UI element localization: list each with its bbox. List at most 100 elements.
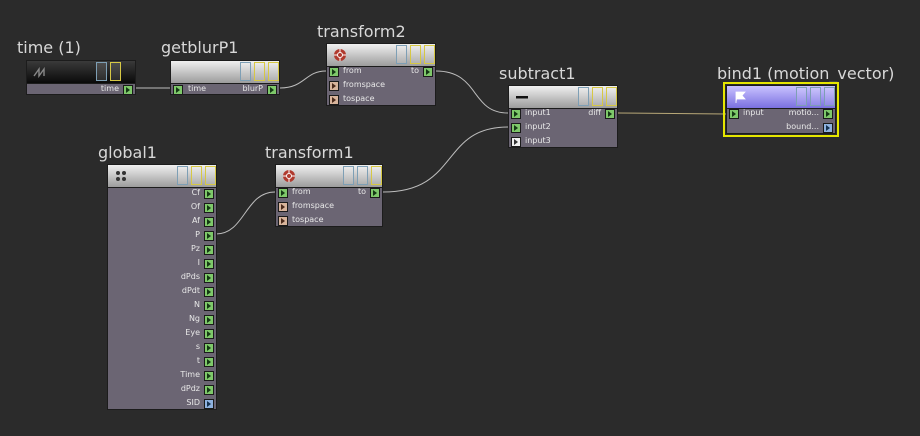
output-port-pz[interactable] [204, 245, 214, 255]
output-port-dpdt[interactable] [204, 287, 214, 297]
input-port-tospace[interactable] [329, 95, 339, 105]
global-output-row: SID [108, 397, 216, 411]
node-transform1[interactable]: from to fromspace tospace [275, 164, 383, 227]
input-port-input3[interactable] [511, 137, 521, 147]
output-port-diff[interactable] [605, 109, 615, 119]
input-label: input1 [525, 108, 551, 117]
input-label: time [188, 84, 207, 93]
node-subtract1[interactable]: input1 diff input2 input3 [508, 85, 618, 148]
global-output-row: Eye [108, 327, 216, 341]
output-label: SID [186, 398, 200, 407]
output-label: to [410, 66, 419, 75]
input-port-input1[interactable] [511, 109, 521, 119]
node-title-bind1: bind1 (motion_vector) [717, 64, 895, 83]
node-transform2[interactable]: from to fromspace tospace [326, 43, 436, 106]
input-port-input2[interactable] [511, 123, 521, 133]
global-output-row: N [108, 299, 216, 313]
global-output-row: Ng [108, 313, 216, 327]
output-port-s[interactable] [204, 343, 214, 353]
output-label: N [194, 300, 200, 309]
node-title-transform1: transform1 [265, 143, 354, 162]
global-output-row: Af [108, 215, 216, 229]
global-output-row: dPds [108, 271, 216, 285]
input-port-fromspace[interactable] [329, 81, 339, 91]
output-port-t[interactable] [204, 357, 214, 367]
node-title-global1: global1 [98, 143, 157, 162]
output-port-p[interactable] [204, 231, 214, 241]
output-port-ng[interactable] [204, 315, 214, 325]
node-title-subtract1: subtract1 [499, 64, 576, 83]
input-port-from[interactable] [329, 67, 339, 77]
output-label: Pz [190, 244, 200, 253]
output-port-eye[interactable] [204, 329, 214, 339]
input-label: from [292, 187, 311, 196]
output-port-of[interactable] [204, 203, 214, 213]
output-port-cf[interactable] [204, 189, 214, 199]
input-label: input [743, 108, 764, 117]
output-port-to[interactable] [370, 188, 380, 198]
node-title-time1: time (1) [17, 38, 81, 57]
input-label: tospace [343, 94, 375, 103]
output-port-sid[interactable] [204, 399, 214, 409]
node-bind1[interactable]: input motio... bound... [723, 82, 839, 137]
global-output-row: dPdt [108, 285, 216, 299]
output-port-blurP[interactable] [267, 85, 277, 95]
output-port-bound[interactable] [823, 123, 833, 133]
global-output-row: t [108, 355, 216, 369]
global-output-row: s [108, 341, 216, 355]
global-output-row: Of [108, 201, 216, 215]
output-label: dPdt [181, 286, 200, 295]
output-port-to[interactable] [423, 67, 433, 77]
wire-transform1-to-subtract [382, 126, 509, 193]
wire-global-P-to-transform1 [215, 191, 276, 235]
output-label: dPdz [180, 384, 200, 393]
input-label: fromspace [292, 201, 335, 210]
output-label: I [197, 258, 200, 267]
time-ramp-icon [33, 66, 45, 79]
node-time1[interactable]: time [26, 60, 136, 95]
output-label: s [195, 342, 200, 351]
bind-flag-icon [735, 91, 746, 103]
output-label: blurP [242, 84, 263, 93]
input-label: input3 [525, 136, 551, 145]
output-port-dpdz[interactable] [204, 385, 214, 395]
output-label: P [195, 230, 200, 239]
wire-subtract-to-bind [617, 112, 727, 115]
output-label: Ng [188, 314, 200, 323]
minus-icon [516, 96, 528, 99]
output-label: Af [191, 216, 200, 225]
output-port-motion-vector[interactable] [823, 109, 833, 119]
input-port-tospace[interactable] [278, 216, 288, 226]
input-port-from[interactable] [278, 188, 288, 198]
input-label: tospace [292, 215, 324, 224]
global-dots-icon [116, 171, 126, 181]
output-port-time[interactable] [204, 371, 214, 381]
node-getblurP1[interactable]: time blurP [170, 60, 280, 95]
input-label: fromspace [343, 80, 386, 89]
global-output-row: dPdz [108, 383, 216, 397]
output-port-time[interactable] [123, 85, 133, 95]
output-port-n[interactable] [204, 301, 214, 311]
output-label: bound... [786, 122, 819, 131]
output-label: dPds [180, 272, 200, 281]
input-port-time[interactable] [173, 85, 183, 95]
output-port-i[interactable] [204, 259, 214, 269]
global-output-row: P [108, 229, 216, 243]
transform-gear-icon [334, 49, 346, 61]
node-title-transform2: transform2 [317, 22, 406, 41]
input-label: from [343, 66, 362, 75]
input-port-fromspace[interactable] [278, 202, 288, 212]
transform-gear-icon [283, 170, 295, 182]
node-title-getblurP1: getblurP1 [161, 38, 239, 57]
output-label: Cf [191, 188, 200, 197]
input-label: input2 [525, 122, 551, 131]
global-output-row: Time [108, 369, 216, 383]
output-port-dpds[interactable] [204, 273, 214, 283]
output-port-af[interactable] [204, 217, 214, 227]
output-label: Time [180, 370, 200, 379]
output-label: Eye [185, 328, 200, 337]
input-port-input[interactable] [729, 109, 739, 119]
output-label: motio... [788, 108, 819, 117]
